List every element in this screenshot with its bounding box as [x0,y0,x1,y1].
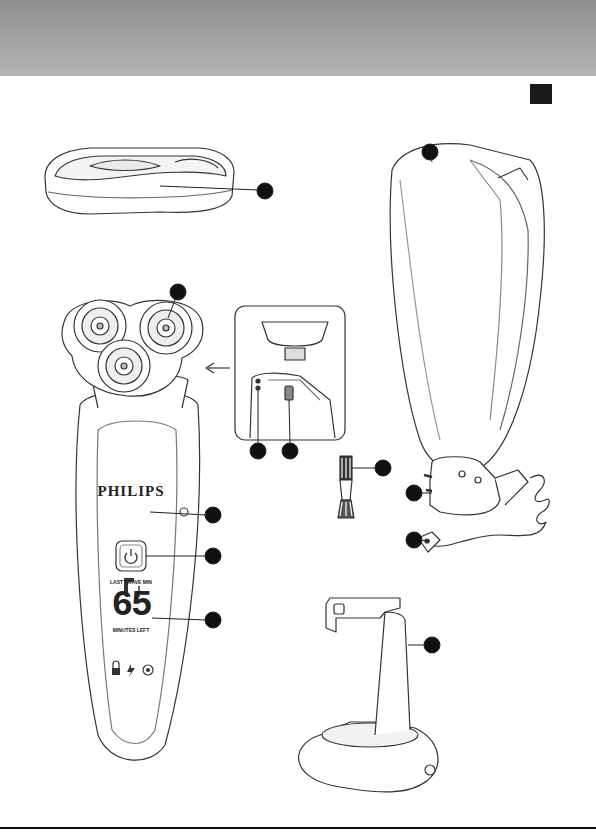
detail-inset [206,306,345,440]
language-tab [530,84,552,104]
display-caption: MINUTES LEFT [113,628,149,633]
charging-stand [299,598,438,792]
travel-pouch [390,144,544,472]
power-adapter [418,457,549,552]
brand-name: PHILIPS [97,484,164,499]
protection-cap [45,148,234,214]
shaving-heads [62,300,203,396]
callouts [146,144,440,653]
display-caption: LAST SHAVE MIN [110,580,152,585]
header-band [0,0,596,76]
cleaning-brush [338,456,354,518]
shaver-body [76,374,200,760]
display-digits: 65 [111,588,150,624]
footer-rule [0,827,596,829]
